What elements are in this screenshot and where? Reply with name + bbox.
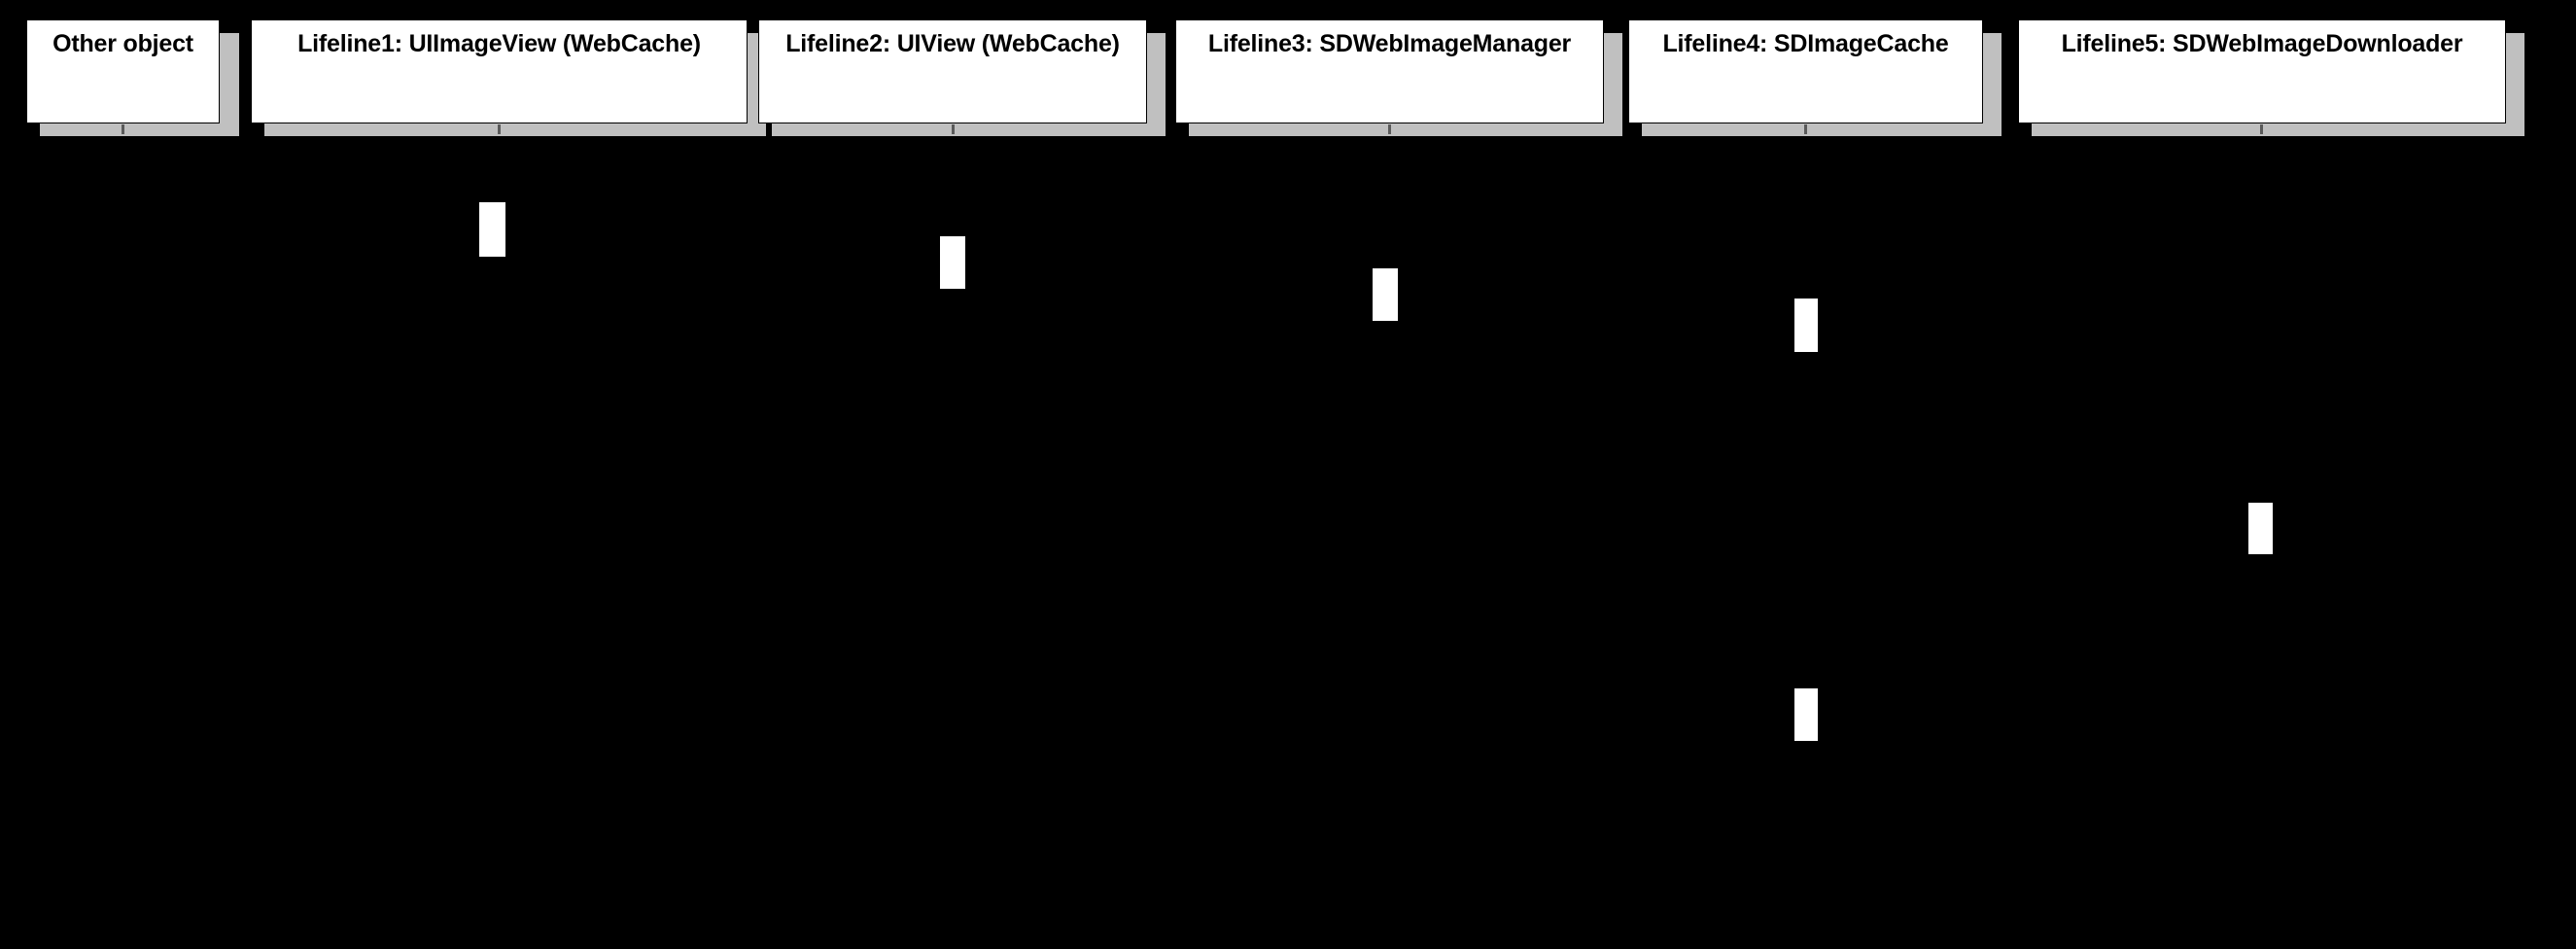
- lifeline-header-shadow: [2506, 33, 2524, 136]
- lifeline-stem-lifeline4-sdimagecache: [1804, 124, 1807, 134]
- lifeline-header-lifeline4-sdimagecache[interactable]: Lifeline4: SDImageCache: [1628, 19, 1983, 123]
- lifeline-header-lifeline2-uiview-webcache[interactable]: Lifeline2: UIView (WebCache): [758, 19, 1147, 123]
- activation-bar[interactable]: [1794, 688, 1818, 741]
- lifeline-header-lifeline3-sdwebimagemanager[interactable]: Lifeline3: SDWebImageManager: [1175, 19, 1604, 123]
- lifeline-line-lifeline2-uiview-webcache: [952, 136, 954, 949]
- lifeline-header-shadow: [1642, 123, 2002, 136]
- lifeline-header-shadow: [1604, 33, 1622, 136]
- lifeline-header-other-object[interactable]: Other object: [26, 19, 220, 123]
- lifeline-header-label: Lifeline2: UIView (WebCache): [785, 30, 1120, 57]
- activation-bar[interactable]: [2248, 503, 2273, 554]
- lifeline-line-lifeline3-sdwebimagemanager: [1388, 136, 1390, 949]
- activation-bar[interactable]: [940, 236, 965, 289]
- activation-bar[interactable]: [1794, 299, 1818, 352]
- lifeline-header-shadow: [2032, 123, 2524, 136]
- lifeline-line-other-object: [122, 136, 123, 949]
- lifeline-header-label: Lifeline4: SDImageCache: [1662, 30, 1949, 57]
- lifeline-header-shadow: [772, 123, 1166, 136]
- lifeline-stem-lifeline2-uiview-webcache: [952, 124, 955, 134]
- lifeline-header-label: Lifeline5: SDWebImageDownloader: [2061, 30, 2463, 57]
- lifeline-header-lifeline5-sdwebimagedownloader[interactable]: Lifeline5: SDWebImageDownloader: [2018, 19, 2506, 123]
- lifeline-header-label: Lifeline1: UIImageView (WebCache): [297, 30, 701, 57]
- activation-bar[interactable]: [1373, 268, 1398, 321]
- lifeline-stem-lifeline1-uiimageview-webcache: [498, 124, 501, 134]
- lifeline-header-shadow: [220, 33, 239, 136]
- lifeline-header-shadow: [264, 123, 766, 136]
- lifeline-header-shadow: [1189, 123, 1622, 136]
- lifeline-header-label: Other object: [52, 30, 193, 57]
- lifeline-header-shadow: [1147, 33, 1166, 136]
- lifeline-header-lifeline1-uiimageview-webcache[interactable]: Lifeline1: UIImageView (WebCache): [251, 19, 748, 123]
- lifeline-stem-lifeline5-sdwebimagedownloader: [2260, 124, 2263, 134]
- lifeline-header-shadow: [40, 123, 239, 136]
- lifeline-line-lifeline4-sdimagecache: [1804, 136, 1806, 949]
- lifeline-line-lifeline1-uiimageview-webcache: [498, 136, 500, 949]
- lifeline-header-shadow: [1983, 33, 2002, 136]
- lifeline-header-label: Lifeline3: SDWebImageManager: [1207, 30, 1572, 57]
- lifeline-stem-other-object: [122, 124, 124, 134]
- lifeline-stem-lifeline3-sdwebimagemanager: [1388, 124, 1391, 134]
- activation-bar[interactable]: [479, 202, 505, 257]
